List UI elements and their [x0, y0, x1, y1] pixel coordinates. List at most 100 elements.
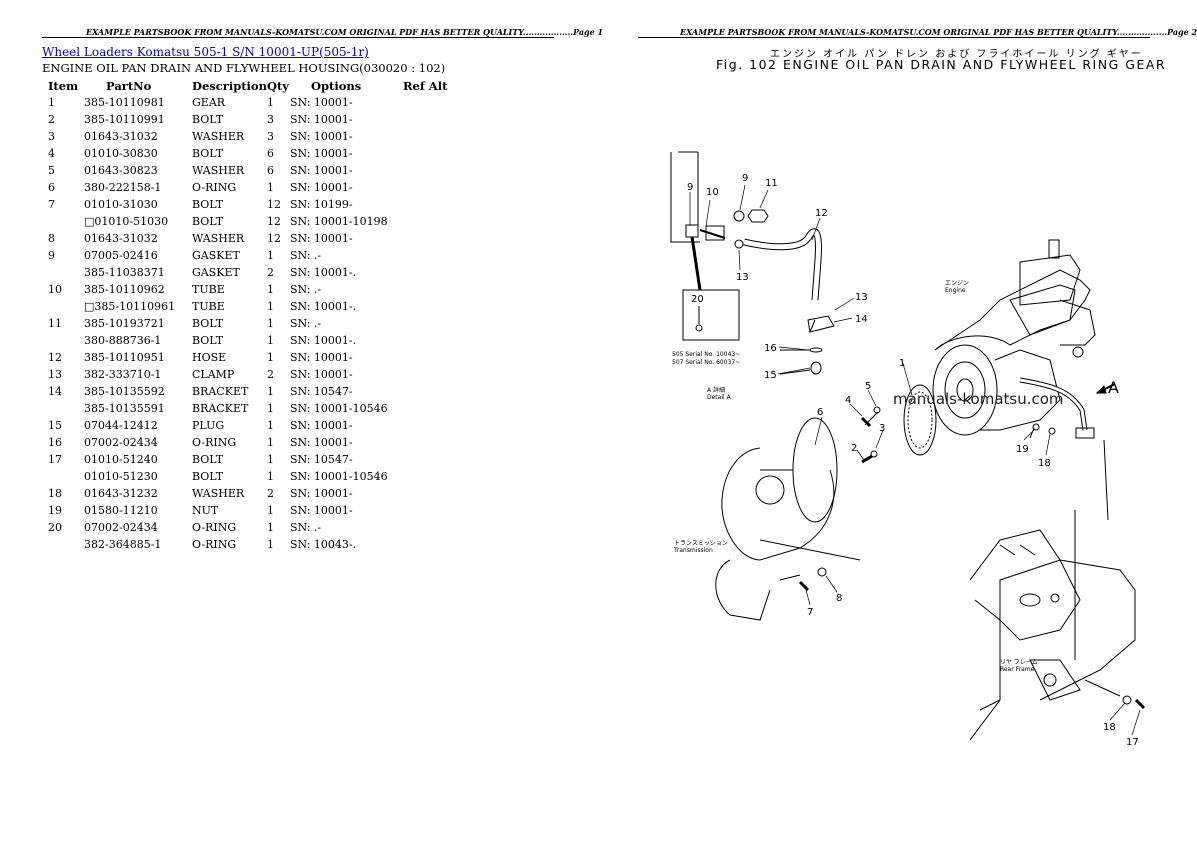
- callout-16: 16: [764, 343, 777, 354]
- cell-qty: 1: [266, 504, 274, 517]
- cell-ref-alt: [403, 400, 453, 417]
- header-divider-left: [42, 37, 554, 38]
- cell-options: SN: 10001-10546: [289, 470, 388, 483]
- parts-diagram: 9 10 9 11 12 13 13 14 16 15 20 6 4 5 3 2…: [670, 151, 1146, 748]
- cell-description: BOLT: [192, 147, 224, 160]
- cell-qty: 3: [266, 113, 274, 126]
- cell-options: SN: 10001-: [289, 419, 353, 432]
- cell-item: 4: [48, 147, 55, 160]
- cell-ref-alt: [403, 247, 453, 264]
- cell-partno: 01010-30830: [84, 147, 158, 160]
- cell-partno: 385-10135591: [84, 402, 165, 415]
- cell-options: SN: 10001-: [289, 130, 353, 143]
- cell-description: WASHER: [192, 130, 245, 143]
- cell-partno: 07002-02434: [84, 521, 158, 534]
- cell-description: BOLT: [192, 215, 224, 228]
- breadcrumb-link[interactable]: Wheel Loaders Komatsu 505-1 S/N 10001-UP…: [42, 45, 369, 59]
- cell-qty: 2: [266, 368, 274, 381]
- cell-ref-alt: [403, 468, 453, 485]
- cell-partno: 385-10110981: [84, 96, 165, 109]
- cell-options: SN: .-: [289, 317, 322, 330]
- cell-description: TUBE: [192, 283, 225, 296]
- callout-2: 2: [851, 443, 857, 454]
- cell-partno: 385-10193721: [84, 317, 165, 330]
- cell-ref-alt: [403, 264, 453, 281]
- cell-ref-alt: [403, 417, 453, 434]
- callout-1: 1: [899, 358, 905, 369]
- column-header-partno: PartNo: [106, 78, 152, 93]
- cell-qty: 6: [266, 147, 274, 160]
- figure-title: Fig. 102 ENGINE OIL PAN DRAIN AND FLYWHE…: [716, 57, 1167, 72]
- cell-qty: 1: [266, 96, 274, 109]
- engine-block-group: [932, 239, 1116, 521]
- cell-partno: 385-11038371: [84, 266, 165, 279]
- cell-options: SN: 10001-: [289, 113, 353, 126]
- cell-description: O-RING: [192, 181, 237, 194]
- cell-description: O-RING: [192, 436, 237, 449]
- cell-item: [42, 332, 84, 349]
- note-serial-507: 507 Serial No. 60037~: [672, 359, 740, 366]
- callout-20: 20: [691, 294, 704, 305]
- cell-description: CLAMP: [192, 368, 235, 381]
- cell-options: SN: 10001-: [289, 181, 353, 194]
- cell-description: O-RING: [192, 538, 237, 551]
- callout-11: 11: [765, 178, 778, 189]
- cell-ref-alt: [403, 94, 453, 111]
- cell-item: 9: [48, 249, 55, 262]
- cell-ref-alt: [403, 230, 453, 247]
- cell-qty: 2: [266, 266, 274, 279]
- callout-19: 19: [1016, 444, 1029, 455]
- callout-10: 10: [706, 187, 719, 198]
- cell-ref-alt: [403, 536, 453, 553]
- cell-item: 14: [48, 385, 62, 398]
- cell-partno: □01010-51030: [84, 215, 169, 228]
- cell-description: GASKET: [192, 249, 240, 262]
- rear-frame-group: [969, 510, 1146, 741]
- callout-13a: 13: [736, 272, 749, 283]
- callout-17: 17: [1126, 737, 1139, 748]
- cell-qty: 6: [266, 164, 274, 177]
- cell-options: SN: 10001-: [289, 164, 353, 177]
- callout-6: 6: [817, 407, 823, 418]
- cell-description: HOSE: [192, 351, 227, 364]
- cell-options: SN: 10001-10546: [289, 402, 388, 415]
- header-divider-right: [638, 37, 1150, 38]
- cell-item: [42, 400, 84, 417]
- cell-qty: 1: [266, 385, 274, 398]
- cell-item: 1: [48, 96, 55, 109]
- page-subtitle: ENGINE OIL PAN DRAIN AND FLYWHEEL HOUSIN…: [42, 61, 446, 75]
- cell-item: 5: [48, 164, 55, 177]
- cell-partno: 385-10135592: [84, 385, 165, 398]
- column-header-options: Options: [310, 78, 362, 93]
- cell-item: [42, 264, 84, 281]
- cell-options: SN: 10001-: [289, 147, 353, 160]
- cell-ref-alt: [403, 145, 453, 162]
- callout-18b: 18: [1103, 722, 1116, 733]
- cell-options: SN: 10001-: [289, 504, 353, 517]
- cell-description: WASHER: [192, 487, 245, 500]
- cell-partno: 01010-51240: [84, 453, 158, 466]
- callout-3: 3: [879, 423, 885, 434]
- cell-ref-alt: [403, 332, 453, 349]
- cell-description: BRACKET: [192, 385, 249, 398]
- cell-partno: □385-10110961: [84, 300, 176, 313]
- cell-description: BOLT: [192, 198, 224, 211]
- cell-options: SN: 10001-.: [289, 334, 357, 347]
- callout-8: 8: [836, 593, 842, 604]
- cell-qty: 1: [266, 419, 274, 432]
- cell-qty: 12: [266, 198, 281, 211]
- cell-options: SN: 10547-: [289, 453, 353, 466]
- cell-options: SN: 10001-: [289, 96, 353, 109]
- cell-partno: 380-888736-1: [84, 334, 162, 347]
